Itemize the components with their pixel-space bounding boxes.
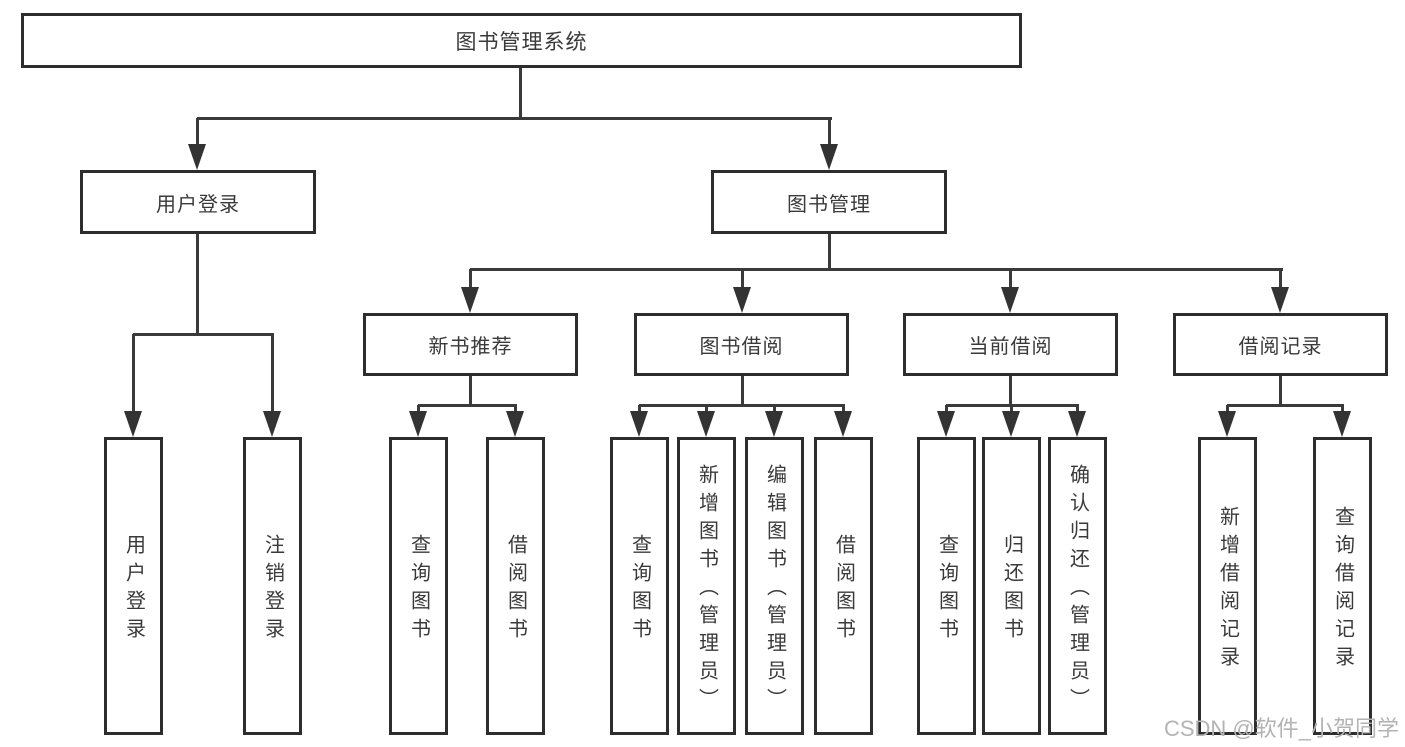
arrowhead-down-icon: [834, 411, 852, 437]
leaf-query-books: 查询图书: [389, 437, 448, 735]
node-label: 确认归还（管理员）: [1066, 464, 1089, 716]
arrowhead-down-icon: [409, 411, 427, 437]
node-label: 新书推荐: [428, 336, 513, 358]
arrowhead-down-icon: [1271, 287, 1289, 313]
node-label: 图书管理: [787, 193, 871, 216]
leaf-return-books: 归还图书: [982, 437, 1041, 735]
connector-line: [1279, 269, 1282, 291]
connector-line: [133, 333, 274, 336]
arrowhead-down-icon: [124, 411, 142, 437]
leaf-confirm-return-admin: 确认归还（管理员）: [1048, 437, 1107, 735]
connector-line: [519, 66, 522, 120]
arrowhead-down-icon: [1333, 411, 1351, 437]
node-user-login: 用户登录: [80, 170, 316, 234]
node-label: 查询图书: [628, 534, 651, 646]
node-label: 借阅图书: [832, 534, 855, 646]
connector-line: [638, 405, 641, 414]
leaf-query-borrow-record: 查询借阅记录: [1313, 437, 1372, 735]
arrowhead-down-icon: [1002, 411, 1020, 437]
leaf-add-borrow-record: 新增借阅记录: [1198, 437, 1257, 735]
connector-line: [828, 232, 831, 271]
node-label: 编辑图书（管理员）: [763, 464, 786, 716]
connector-line: [132, 334, 135, 414]
connector-line: [197, 117, 832, 120]
arrowhead-down-icon: [506, 411, 524, 437]
connector-line: [828, 118, 831, 148]
arrowhead-down-icon: [937, 411, 955, 437]
node-library-management-system: 图书管理系统: [21, 13, 1022, 68]
leaf-query-books-2: 查询图书: [610, 437, 669, 735]
node-book-management: 图书管理: [711, 170, 947, 234]
arrowhead-down-icon: [461, 287, 479, 313]
node-label: 新增借阅记录: [1216, 506, 1239, 674]
node-label: 图书借阅: [699, 336, 784, 358]
connector-line: [1227, 404, 1344, 407]
arrowhead-down-icon: [1001, 287, 1019, 313]
connector-line: [469, 269, 472, 291]
node-label: 图书管理系统: [455, 30, 588, 54]
connector-line: [1010, 405, 1013, 414]
node-label: 注销登录: [261, 534, 284, 646]
arrowhead-down-icon: [1068, 411, 1086, 437]
leaf-add-book-admin: 新增图书（管理员）: [677, 437, 736, 735]
leaf-user-login: 用户登录: [104, 437, 163, 735]
arrowhead-down-icon: [733, 287, 751, 313]
connector-line: [741, 269, 744, 291]
connector-line: [271, 334, 274, 414]
connector-line: [639, 404, 845, 407]
node-label: 用户登录: [122, 534, 145, 646]
node-borrowing-records: 借阅记录: [1173, 313, 1388, 376]
connector-line: [418, 404, 517, 407]
connector-line: [469, 374, 472, 407]
arrowhead-down-icon: [820, 144, 838, 170]
node-label: 归还图书: [1000, 534, 1023, 646]
arrowhead-down-icon: [697, 411, 715, 437]
arrowhead-down-icon: [765, 411, 783, 437]
connector-line: [741, 374, 744, 407]
connector-line: [1226, 405, 1229, 414]
connector-line: [945, 405, 948, 414]
connector-line: [1279, 374, 1282, 407]
leaf-borrow-books-2: 借阅图书: [814, 437, 873, 735]
arrowhead-down-icon: [1218, 411, 1236, 437]
node-label: 用户登录: [156, 193, 240, 216]
connector-line: [196, 118, 199, 148]
leaf-edit-book-admin: 编辑图书（管理员）: [745, 437, 804, 735]
node-new-book-recommendation: 新书推荐: [363, 313, 578, 376]
connector-line: [1341, 405, 1344, 414]
connector-line: [470, 268, 1283, 271]
connector-line: [196, 232, 199, 336]
connector-line: [705, 405, 708, 414]
node-label: 新增图书（管理员）: [695, 464, 718, 716]
leaf-query-books-3: 查询图书: [917, 437, 976, 735]
connector-line: [1009, 269, 1012, 291]
node-book-borrowing: 图书借阅: [634, 313, 849, 376]
connector-line: [842, 405, 845, 414]
leaf-borrow-books: 借阅图书: [486, 437, 545, 735]
connector-line: [1009, 374, 1012, 407]
node-label: 查询图书: [935, 534, 958, 646]
arrowhead-down-icon: [263, 411, 281, 437]
connector-line: [773, 405, 776, 414]
node-label: 借阅图书: [504, 534, 527, 646]
connector-line: [417, 405, 420, 414]
node-current-borrowing: 当前借阅: [903, 313, 1118, 376]
arrowhead-down-icon: [630, 411, 648, 437]
csdn-watermark: CSDN @软件_小贺同学: [1163, 716, 1399, 741]
connector-line: [514, 405, 517, 414]
node-label: 当前借阅: [968, 336, 1053, 358]
node-label: 借阅记录: [1238, 336, 1323, 358]
leaf-logout: 注销登录: [243, 437, 302, 735]
node-label: 查询借阅记录: [1331, 506, 1354, 674]
arrowhead-down-icon: [188, 144, 206, 170]
node-label: 查询图书: [407, 534, 430, 646]
connector-line: [1076, 405, 1079, 414]
